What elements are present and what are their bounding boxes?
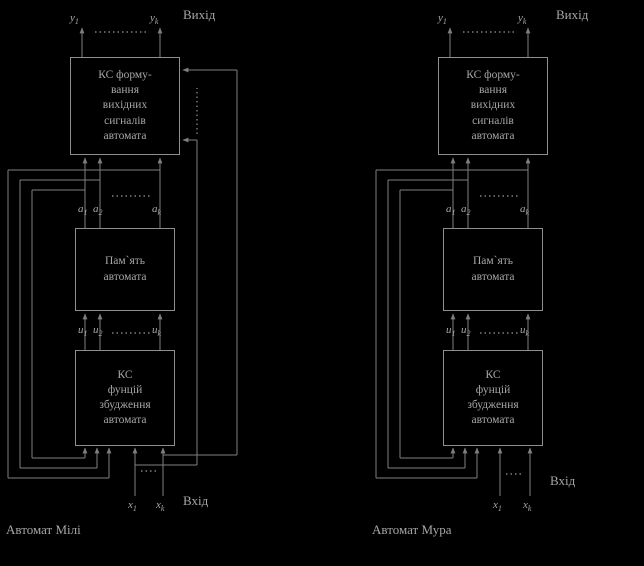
mealy-caption: Автомат Мілі: [6, 522, 81, 537]
moore-signal-xk: xk: [523, 500, 531, 513]
signal-sub: 1: [132, 504, 137, 514]
moore-signal-y1: y1: [438, 13, 447, 26]
mealy-excitation-block: КС фунцій збудження автомата: [75, 350, 175, 446]
mealy-signal-uk: uk: [152, 325, 161, 338]
moore-signal-uk: uk: [520, 325, 529, 338]
mealy-signal-xk: xk: [156, 500, 164, 513]
signal-sub: 1: [74, 17, 79, 27]
moore-output-circuit-block: КС форму- вання вихідних сигналів автома…: [438, 57, 548, 155]
moore-input-word: Вхід: [550, 473, 576, 488]
signal-base: a: [78, 203, 84, 215]
mealy-signal-a1: a1: [78, 204, 88, 217]
signal-sub: 2: [466, 329, 471, 339]
moore-excitation-block: КС фунцій збудження автомата: [443, 350, 543, 446]
signal-base: u: [152, 324, 158, 336]
moore-signal-ak: ak: [520, 204, 529, 217]
signal-sub: 1: [451, 208, 456, 218]
moore-signal-a2: a2: [461, 204, 471, 217]
signal-sub: 1: [451, 329, 456, 339]
moore-output-word: Вихід: [556, 7, 589, 22]
mealy-input-word: Вхід: [183, 493, 209, 508]
signal-base: a: [461, 203, 467, 215]
signal-base: y: [518, 12, 523, 24]
signal-base: x: [493, 499, 498, 511]
mealy-signal-yk: yk: [150, 13, 158, 26]
moore-caption: Автомат Мура: [372, 522, 452, 537]
signal-base: u: [520, 324, 526, 336]
signal-base: y: [150, 12, 155, 24]
moore-signal-yk: yk: [518, 13, 526, 26]
signal-sub: 1: [497, 504, 502, 514]
signal-sub: k: [157, 208, 162, 218]
signal-sub: 2: [466, 208, 471, 218]
signal-sub: k: [527, 504, 532, 514]
signal-sub: k: [525, 208, 530, 218]
signal-base: u: [93, 324, 99, 336]
mealy-signal-y1: y1: [70, 13, 79, 26]
mealy-signal-a2: a2: [93, 204, 103, 217]
signal-sub: k: [160, 504, 165, 514]
signal-base: u: [446, 324, 452, 336]
signal-base: x: [156, 499, 161, 511]
signal-base: a: [152, 203, 158, 215]
signal-base: x: [128, 499, 133, 511]
signal-base: y: [70, 12, 75, 24]
moore-signal-u2: u2: [461, 325, 471, 338]
mealy-output-word: Вихід: [183, 7, 216, 22]
signal-sub: 1: [83, 329, 88, 339]
signal-base: a: [93, 203, 99, 215]
mealy-signal-x1: x1: [128, 500, 137, 513]
moore-signal-a1: a1: [446, 204, 456, 217]
signal-base: a: [520, 203, 526, 215]
signal-sub: k: [157, 329, 162, 339]
mealy-memory-block: Пам`ять автомата: [75, 228, 175, 311]
signal-sub: 2: [98, 329, 103, 339]
moore-signal-u1: u1: [446, 325, 456, 338]
signal-base: u: [461, 324, 467, 336]
signal-base: x: [523, 499, 528, 511]
signal-base: y: [438, 12, 443, 24]
mealy-signal-u1: u1: [78, 325, 88, 338]
mealy-signal-u2: u2: [93, 325, 103, 338]
signal-sub: k: [522, 17, 527, 27]
signal-sub: 1: [442, 17, 447, 27]
signal-sub: k: [154, 17, 159, 27]
signal-base: u: [78, 324, 84, 336]
signal-sub: k: [525, 329, 530, 339]
mealy-wires: [7, 27, 238, 496]
moore-memory-block: Пам`ять автомата: [443, 228, 543, 311]
signal-sub: 2: [98, 208, 103, 218]
mealy-output-circuit-block: КС форму- вання вихідних сигналів автома…: [70, 57, 180, 155]
signal-sub: 1: [83, 208, 88, 218]
moore-wires: [375, 27, 533, 496]
moore-signal-x1: x1: [493, 500, 502, 513]
mealy-signal-ak: ak: [152, 204, 161, 217]
signal-base: a: [446, 203, 452, 215]
